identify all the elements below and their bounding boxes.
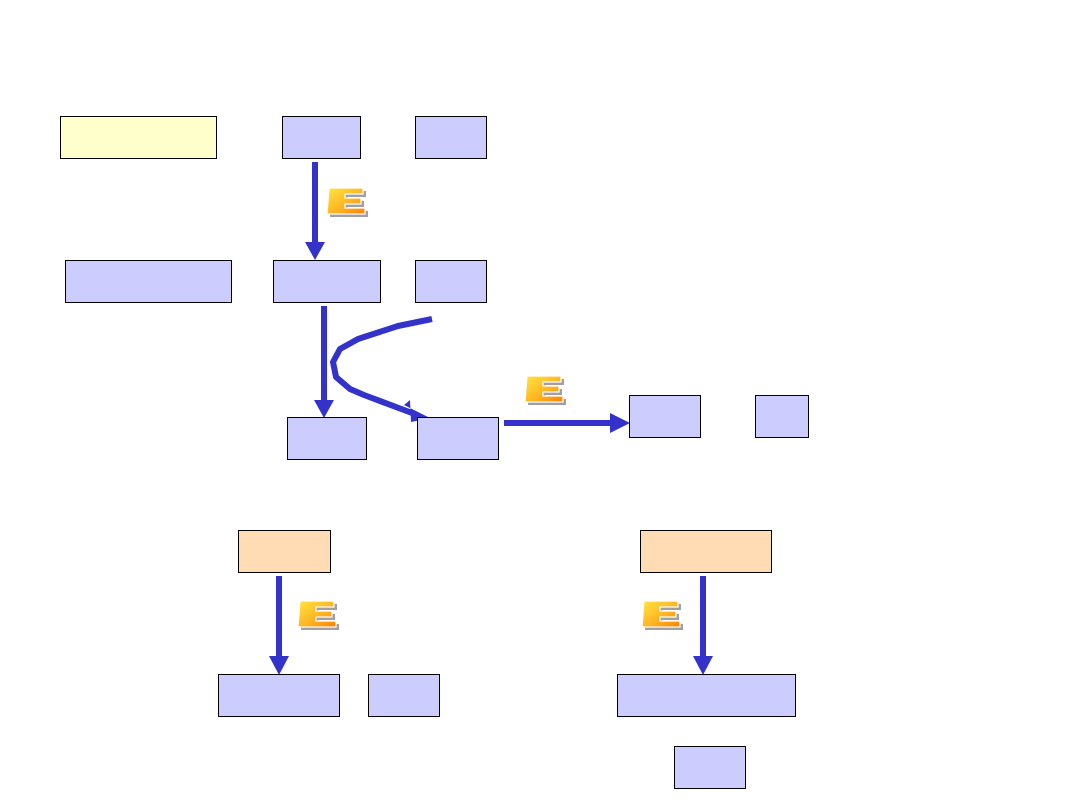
arrow-row1-to-row2 <box>305 162 325 260</box>
box-bottom-left-a <box>218 674 340 717</box>
box-row1-b <box>415 116 487 159</box>
box-row3-a <box>287 417 367 460</box>
box-peach-right <box>640 530 772 573</box>
box-bottom-right-small <box>674 746 746 789</box>
flame-e-icon <box>297 600 339 630</box>
box-bottom-right-wide <box>617 674 796 717</box>
box-row3-b <box>417 417 499 460</box>
box-row2-a <box>273 260 381 303</box>
box-row2-wide <box>65 260 232 303</box>
box-row3-c <box>629 395 701 438</box>
box-bottom-left-b <box>368 674 440 717</box>
arrow-bottom-right <box>693 576 713 675</box>
flame-e-icon <box>326 187 368 217</box>
box-row3-d <box>755 395 809 438</box>
box-peach-left <box>238 530 331 573</box>
flame-e-icon <box>524 375 566 405</box>
box-row1-a <box>282 116 361 159</box>
flame-e-icon <box>641 600 683 630</box>
arrow-bottom-left <box>269 576 289 675</box>
curved-arrow <box>330 316 433 422</box>
box-yellow-top <box>60 116 217 159</box>
arrow-row2-to-row3 <box>314 306 334 418</box>
box-row2-b <box>415 260 487 303</box>
arrow-horizontal <box>504 413 630 433</box>
